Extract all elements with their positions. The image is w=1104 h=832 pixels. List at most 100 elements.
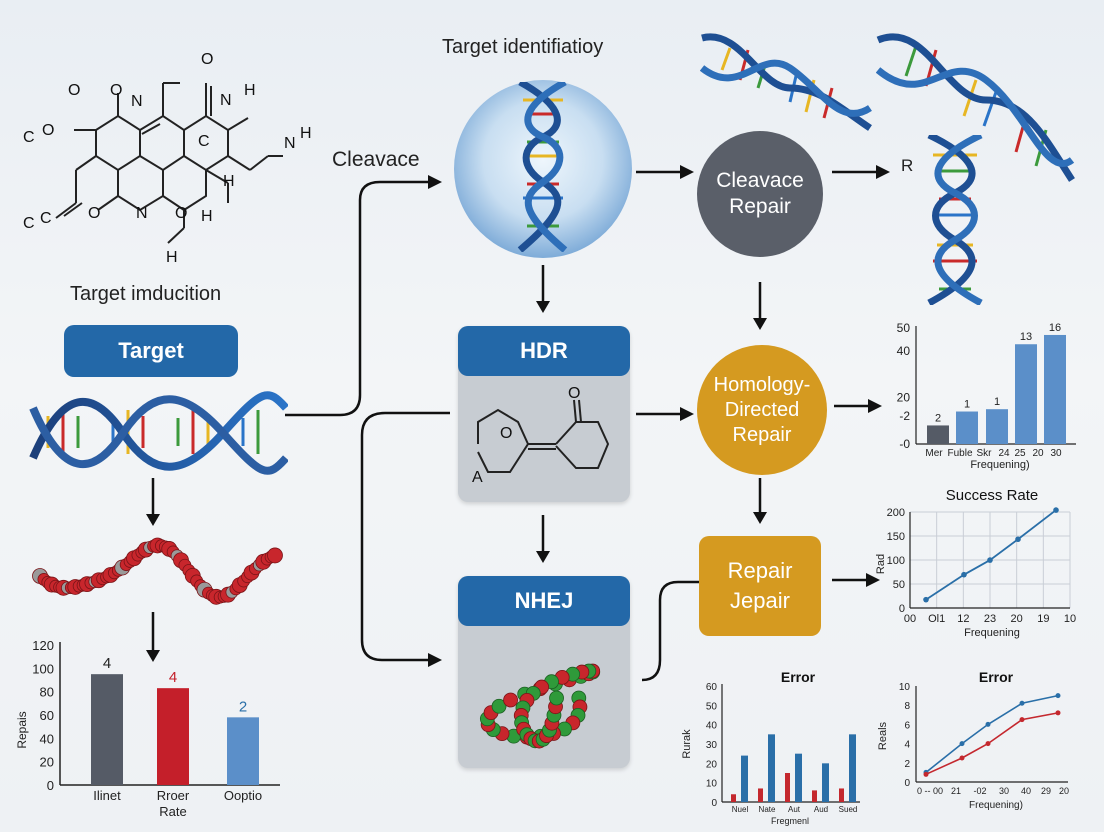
y-tick-label: -0 <box>899 437 910 451</box>
arrow-right-icon <box>636 407 694 421</box>
bar-data-label: 4 <box>103 655 111 672</box>
x-tick-label: 40 <box>1021 786 1031 796</box>
node-label: Jepair <box>730 588 790 613</box>
x-axis-label: Frequening <box>964 627 1020 639</box>
node-label: Cleavace <box>716 169 804 192</box>
hdr-molecule: O O A <box>472 385 610 486</box>
bar <box>758 788 763 802</box>
homology-directed-repair-node: Homology- Directed Repair <box>697 345 827 475</box>
atom-label: O <box>568 385 580 402</box>
target-induction-label: Target imducition <box>70 283 222 305</box>
atom-label: C <box>198 133 210 150</box>
y-tick-label: 8 <box>904 701 910 712</box>
data-point <box>1053 507 1059 513</box>
bar <box>785 773 790 802</box>
atom-label: C <box>23 215 35 232</box>
repair-node: Repair Jepair <box>699 536 821 636</box>
bar <box>768 734 775 802</box>
y-tick-label: 50 <box>893 579 905 591</box>
y-tick-label: -2 <box>899 409 910 423</box>
r-label: R <box>901 156 914 175</box>
protein-bead <box>503 692 518 708</box>
bar <box>1015 344 1037 444</box>
y-tick-label: 80 <box>40 685 54 700</box>
chart-title: Success Rate <box>946 487 1039 504</box>
atom-label: A <box>472 469 483 486</box>
bar-data-label: 16 <box>1049 322 1061 334</box>
atom-label: H <box>223 173 235 190</box>
bar-chart-repairs: 020406080100120Repais4Ilinet4Rroer2Oopti… <box>15 638 280 819</box>
x-tick-label: Ol1 <box>928 613 945 625</box>
x-tick-label: Nuel <box>732 805 749 814</box>
y-tick-label: 200 <box>887 507 905 519</box>
data-point <box>959 741 965 747</box>
dna-helix-vertical <box>517 82 568 252</box>
arrow-right-icon <box>834 399 882 413</box>
y-tick-label: 4 <box>904 740 910 751</box>
connector-line <box>641 580 712 682</box>
bar <box>91 674 123 785</box>
nhej-node: NHEJ <box>458 576 630 626</box>
data-point <box>923 596 929 603</box>
atom-label: H <box>166 249 178 266</box>
cleavage-repair-node: Cleavace Repair <box>697 131 823 257</box>
atom-label: N <box>131 93 143 110</box>
arrow-down-icon <box>536 515 550 563</box>
bar <box>986 409 1008 444</box>
x-tick-label: 00 <box>904 613 916 625</box>
x-tick-label: 10 <box>1064 613 1076 625</box>
x-tick-label: 21 <box>951 786 961 796</box>
arrow-right-icon <box>832 165 890 179</box>
dna-helix-top-right <box>876 33 1075 182</box>
y-tick-label: 20 <box>897 391 911 405</box>
atom-label: C <box>40 210 52 227</box>
x-tick-label: Mer <box>925 448 943 459</box>
x-tick-label: 23 <box>984 613 996 625</box>
x-tick-label: 30 <box>1050 448 1062 459</box>
arrow-down-icon <box>753 478 767 524</box>
atom-label: O <box>110 82 122 99</box>
bar <box>812 790 817 802</box>
x-tick-label: Sued <box>839 805 858 814</box>
bar <box>839 788 844 802</box>
x-tick-label: Rroer <box>157 788 190 803</box>
x-tick-label: -02 <box>973 786 986 796</box>
bar <box>741 755 748 802</box>
y-tick-label: 100 <box>887 555 905 567</box>
node-label: Repair <box>732 423 792 446</box>
bar <box>227 717 259 785</box>
atom-label: O <box>42 122 54 139</box>
connector-lines <box>285 175 450 667</box>
x-tick-label: Fuble <box>947 448 972 459</box>
y-tick-label: 10 <box>706 779 718 790</box>
x-tick-label: Aut <box>788 805 801 814</box>
y-axis-label: Rurak <box>681 729 693 759</box>
data-point <box>985 741 991 747</box>
y-tick-label: 0 <box>47 778 54 793</box>
data-point <box>1055 710 1061 716</box>
y-tick-label: 6 <box>904 720 910 731</box>
x-tick-label: 0 -- 00 <box>917 786 943 796</box>
bar <box>956 411 978 444</box>
series-line <box>925 509 1057 601</box>
node-label: Repair <box>727 558 793 583</box>
y-tick-label: 60 <box>40 708 54 723</box>
dna-helix-right <box>927 135 983 305</box>
y-axis-label: Rad <box>875 554 887 574</box>
target-node: Target <box>64 325 238 377</box>
data-point <box>1019 717 1025 723</box>
atom-label: O <box>175 205 187 222</box>
y-axis-label: Reals <box>877 721 889 750</box>
arrow-down-icon <box>146 612 160 662</box>
arrow-down-icon <box>146 478 160 526</box>
dna-helix-top <box>700 33 872 131</box>
x-axis-label: Fregmenl <box>771 816 809 826</box>
x-tick-label: 19 <box>1037 613 1049 625</box>
y-tick-label: 10 <box>899 682 911 693</box>
atom-label: O <box>500 425 512 442</box>
bar <box>849 734 856 802</box>
arrow-down-icon <box>753 282 767 330</box>
y-tick-label: 150 <box>887 531 905 543</box>
